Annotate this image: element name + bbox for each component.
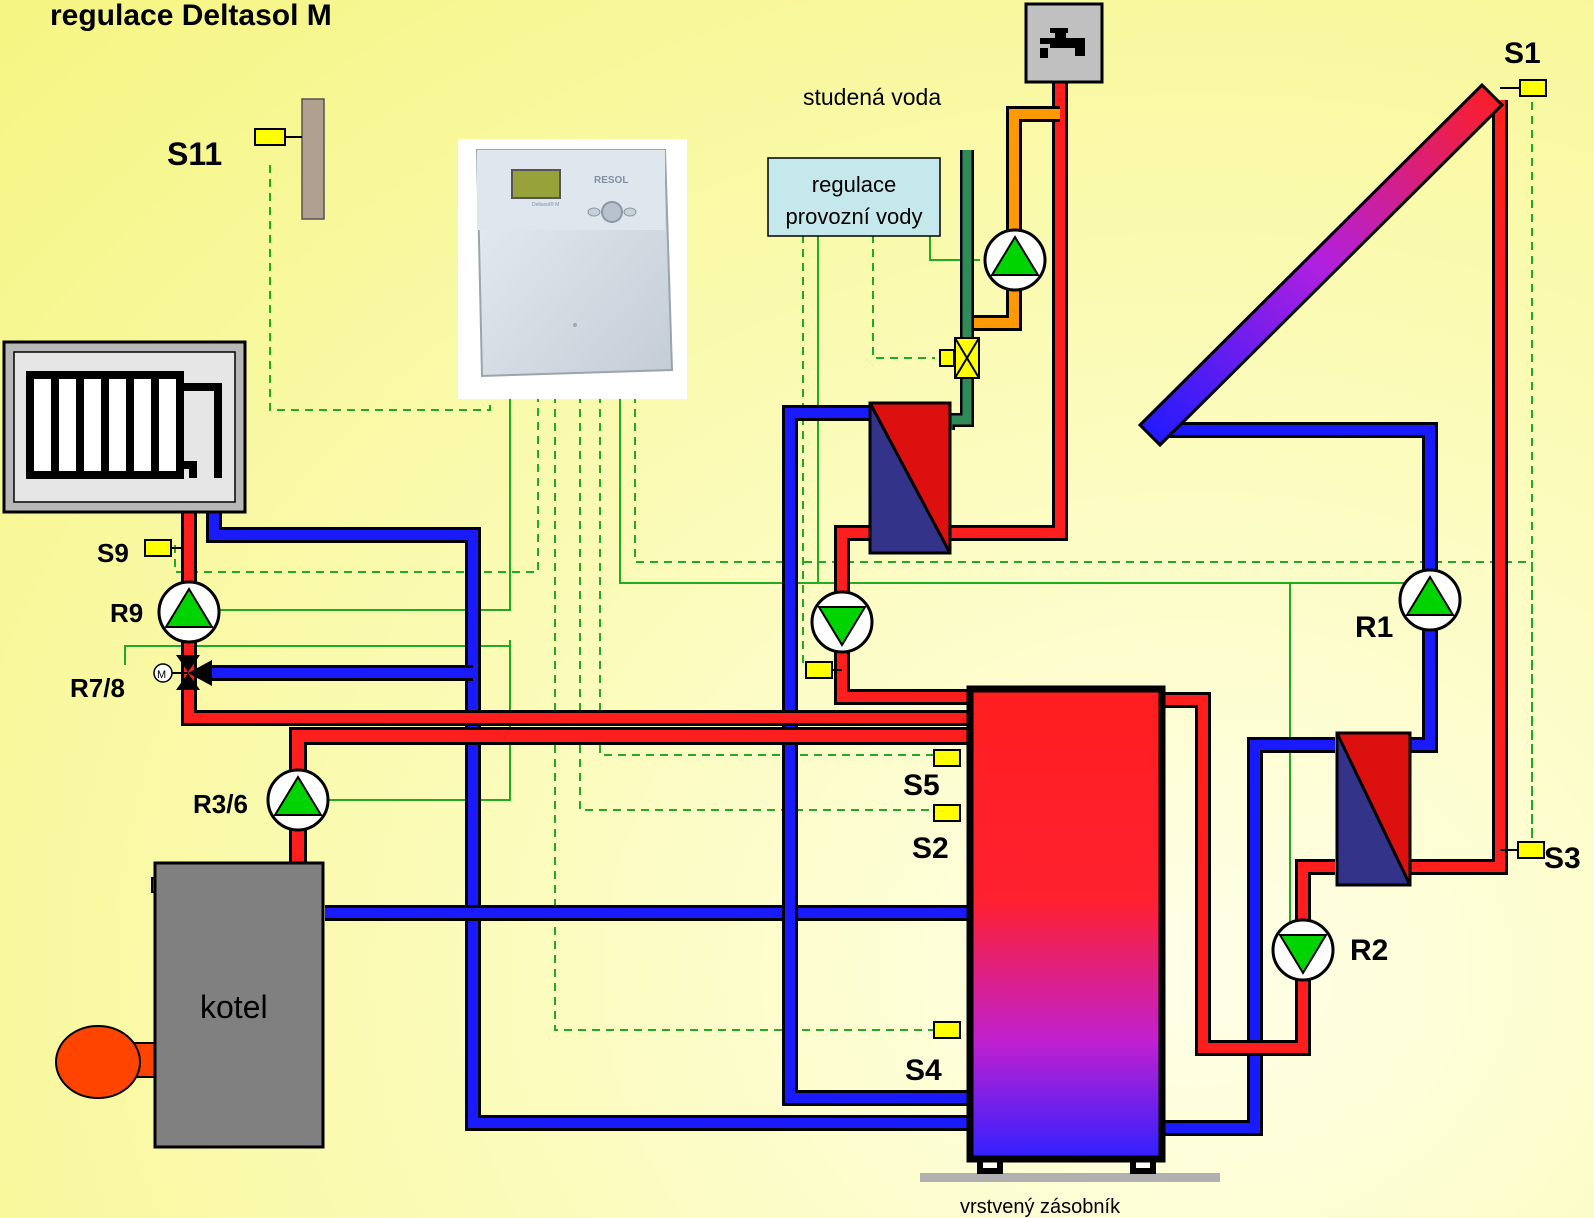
actuator-wiring <box>125 235 1405 935</box>
controller-unit: RESOL Deltasol® M <box>458 139 687 399</box>
controller-display <box>512 170 560 198</box>
boiler <box>56 863 323 1147</box>
burner <box>56 1026 140 1098</box>
label-r2: R2 <box>1350 934 1388 967</box>
tap <box>1026 4 1102 82</box>
radiator <box>4 342 245 512</box>
label-s1: S1 <box>1504 37 1541 70</box>
storage-tank <box>920 689 1220 1182</box>
sensor-s1 <box>1520 80 1546 96</box>
label-s2: S2 <box>912 832 949 865</box>
label-r36: R3/6 <box>193 789 248 819</box>
cold-water-valve <box>940 338 979 378</box>
cold-water-label: studená voda <box>803 84 941 110</box>
diagram-title: regulace Deltasol M <box>50 0 332 32</box>
label-r1: R1 <box>1355 611 1393 644</box>
label-r9: R9 <box>110 598 143 628</box>
pump-r36 <box>268 770 328 830</box>
pump-r9 <box>159 582 219 642</box>
pump-r1 <box>1400 570 1460 630</box>
tank-label: vrstvený zásobník <box>960 1196 1121 1218</box>
valve-motor-label: M <box>157 669 166 681</box>
dhw-control-line2: provozní vody <box>786 204 923 229</box>
label-r78: R7/8 <box>70 673 125 703</box>
label-s5: S5 <box>903 769 940 802</box>
sensor-dhw <box>806 662 832 678</box>
sensor-s9 <box>145 540 171 556</box>
dhw-heat-exchanger <box>870 403 950 553</box>
sensor-s3 <box>1518 842 1544 858</box>
outdoor-wall <box>302 99 324 219</box>
dhw-control-line1: regulace <box>812 172 896 197</box>
label-s3: S3 <box>1544 842 1581 875</box>
controller-knob <box>602 202 622 222</box>
controller-right-button <box>624 208 636 216</box>
pump-circulation <box>985 230 1045 290</box>
label-s9: S9 <box>97 538 129 568</box>
label-s11: S11 <box>167 136 222 172</box>
controller-left-button <box>588 208 600 216</box>
solar-collector <box>1140 85 1502 445</box>
label-s4: S4 <box>905 1054 942 1087</box>
pump-dhw-primary <box>812 592 872 652</box>
sensor-s4 <box>934 1022 960 1038</box>
controller-brand: RESOL <box>594 175 628 186</box>
pump-r2 <box>1273 920 1333 980</box>
boiler-label: kotel <box>200 989 268 1025</box>
sensor-s11 <box>255 129 285 145</box>
sensor-s2 <box>934 805 960 821</box>
sensor-s5 <box>934 750 960 766</box>
solar-heat-exchanger <box>1337 733 1410 885</box>
controller-model: Deltasol® M <box>532 201 559 208</box>
